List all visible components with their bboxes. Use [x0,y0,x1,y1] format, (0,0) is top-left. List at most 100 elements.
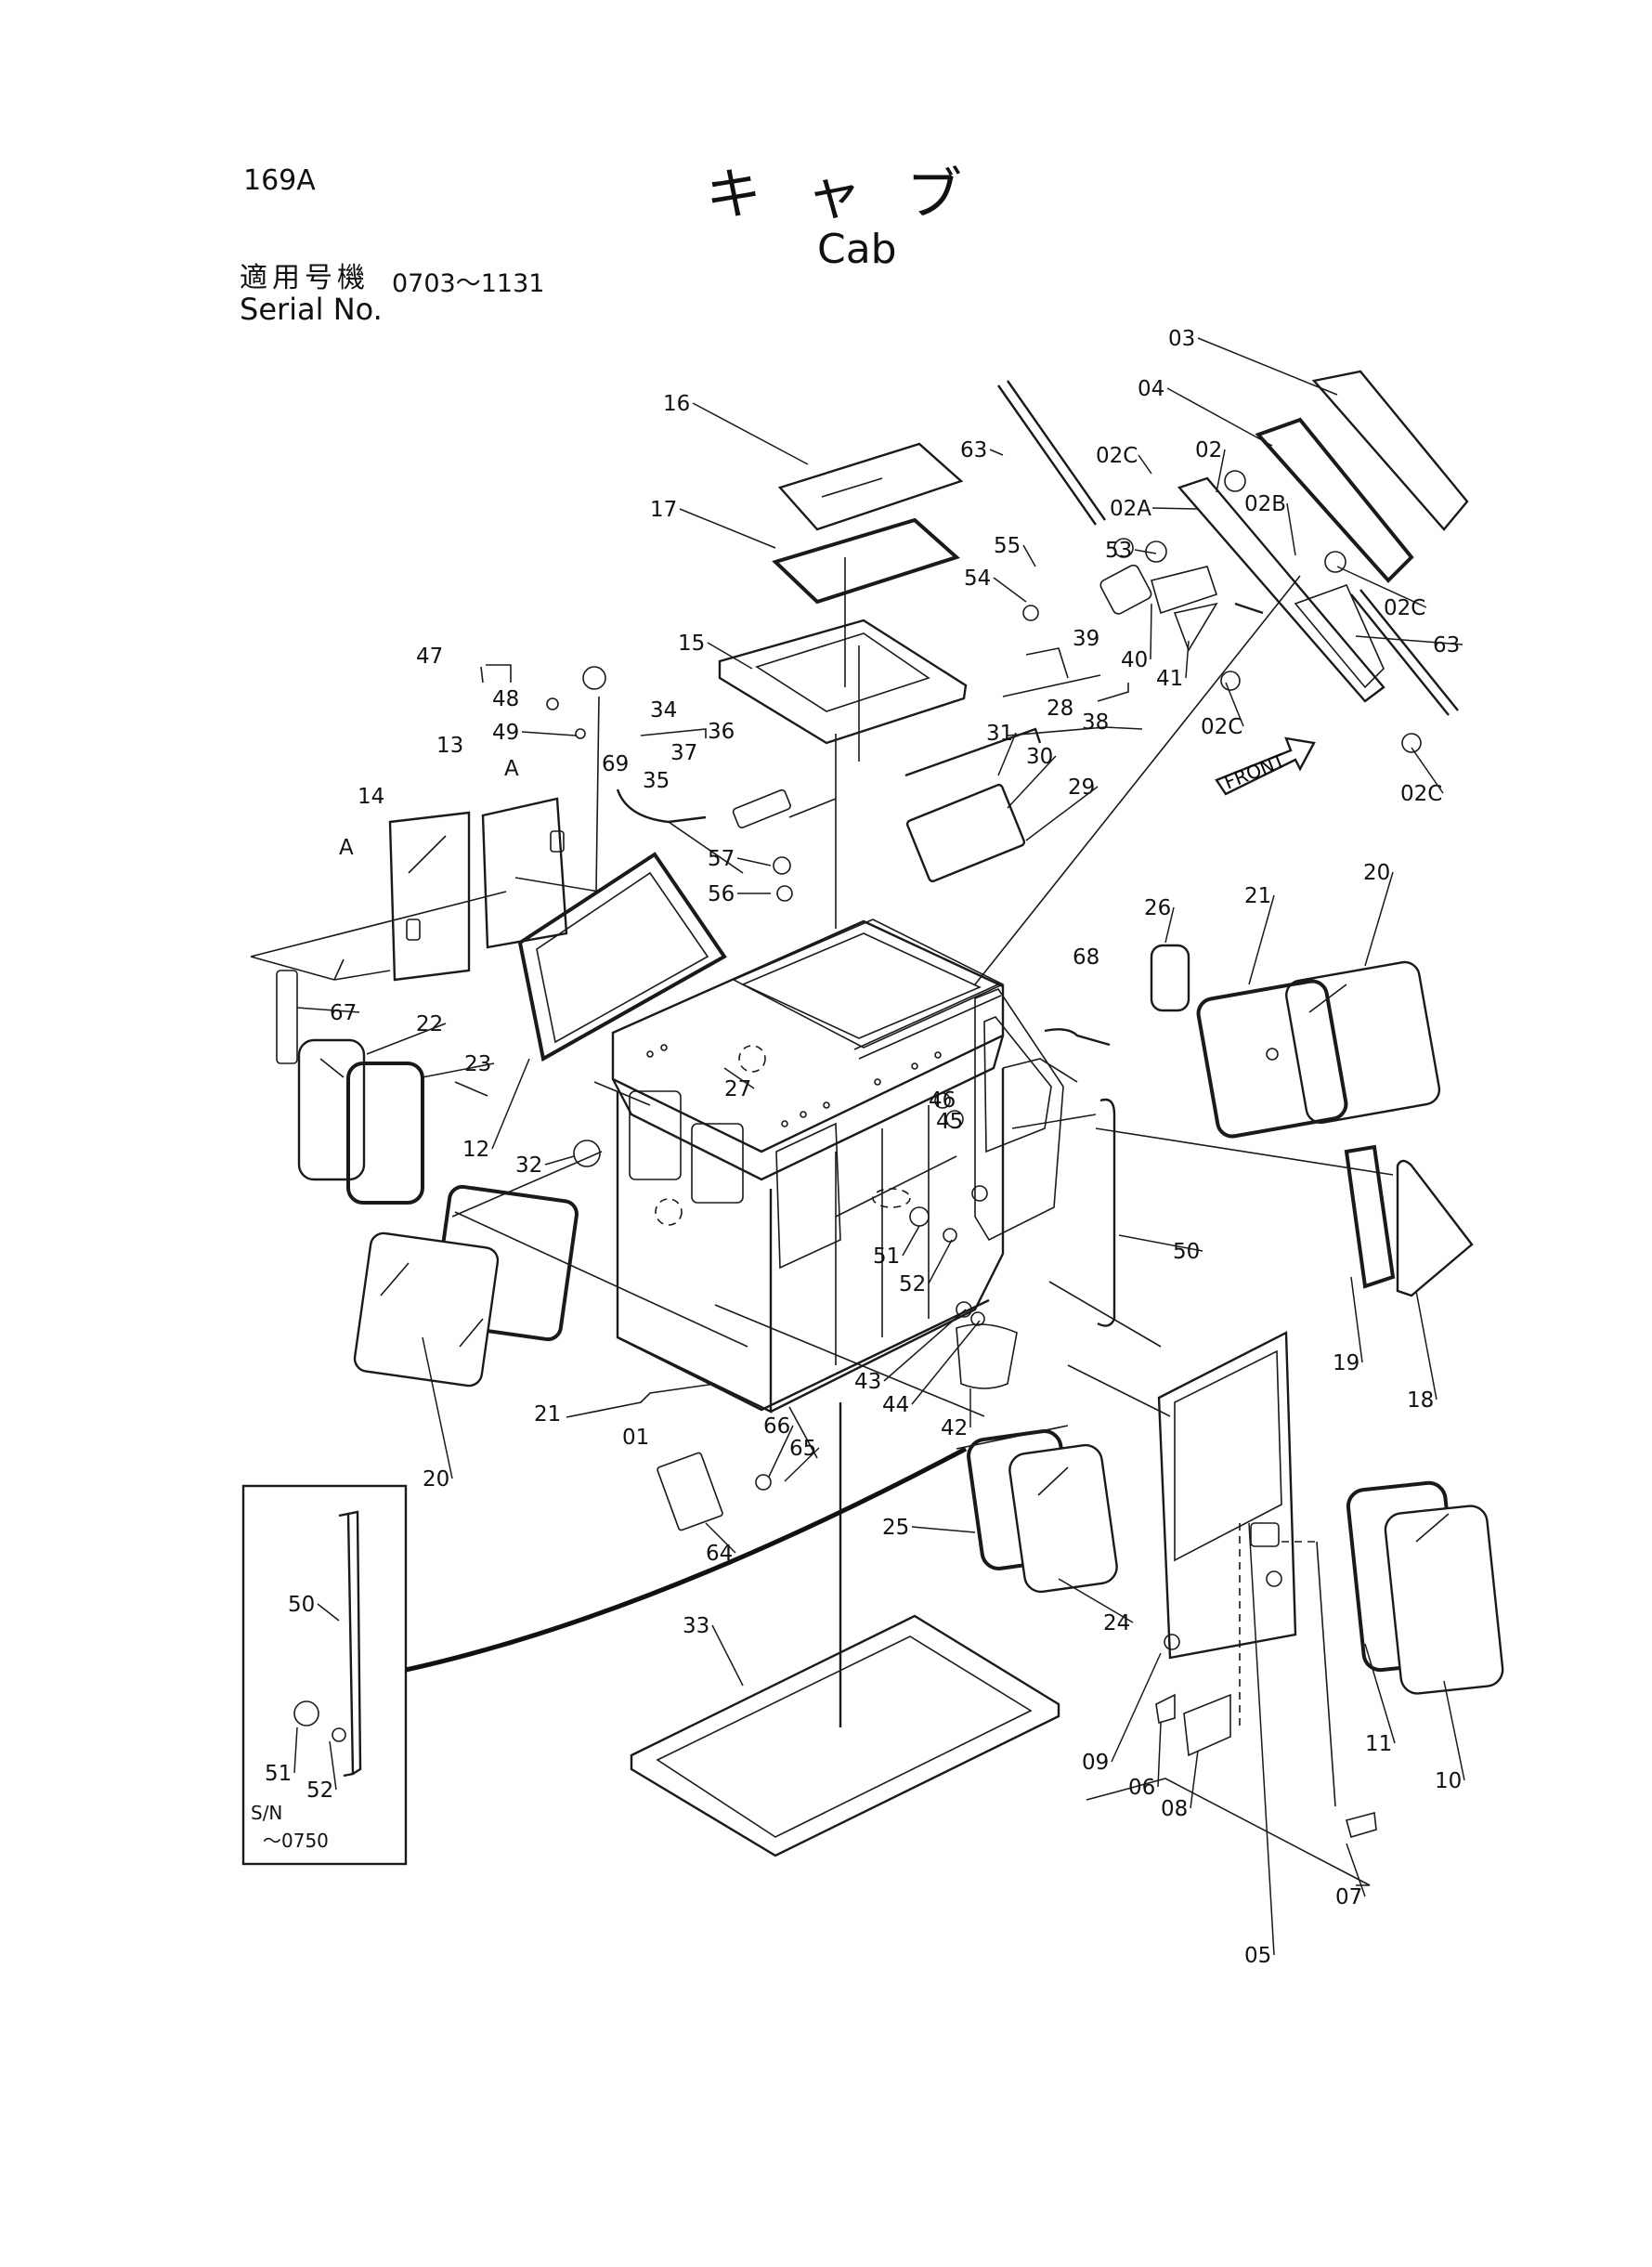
callout-50: 50 [288,1593,315,1617]
callout-65: 65 [789,1437,816,1461]
callout-67: 67 [330,1001,357,1025]
callout-leader [997,732,1017,776]
front-arrow-label: FRONT [1221,749,1289,793]
callout-52: 52 [306,1778,333,1803]
door-assembly [1155,1331,1504,1838]
callout-02c: 02C [1096,444,1138,468]
callout-26: 26 [1144,896,1171,920]
callout-28: 28 [1047,697,1073,721]
callout-leader [1248,1522,1275,1956]
callout-43: 43 [854,1370,881,1394]
callout-leader [1364,1643,1396,1744]
left-window-assembly [333,797,727,1062]
callout-leader [1350,1276,1363,1363]
callout-51: 51 [873,1244,900,1269]
callout-52: 52 [899,1272,926,1296]
callout-a: A [339,836,354,860]
serial-label-japanese: 適用号機 [240,262,370,294]
callout-46: 46 [929,1088,956,1113]
callout-10: 10 [1435,1769,1462,1793]
callout-30: 30 [1026,745,1053,769]
callout-32: 32 [515,1153,542,1178]
callout-50: 50 [1173,1240,1200,1264]
callout-48: 48 [492,687,519,711]
rear-upper-window-assembly [997,370,1469,753]
callout-leader [1336,566,1427,608]
callout-36: 36 [708,720,735,744]
callout-34: 34 [650,698,677,723]
callout-leader [1286,502,1296,556]
callout-02c: 02C [1384,596,1425,620]
left-rear-windows [297,1038,424,1205]
callout-leader [1355,635,1463,645]
callout-14: 14 [358,785,384,809]
callout-leader [993,577,1027,603]
callout-01: 01 [622,1426,649,1450]
callout-40: 40 [1121,648,1148,672]
callout-leader [707,642,753,670]
callout-21: 21 [1244,884,1271,908]
callout-37: 37 [670,741,697,765]
callout-leader [1118,1234,1203,1252]
callout-27: 27 [724,1077,751,1101]
left-side-windows [353,1184,579,1388]
callout-29: 29 [1068,775,1095,800]
callout-63: 63 [960,438,987,463]
right-corner-windows [1344,1144,1474,1297]
cab-frame [611,919,1078,1414]
callout-19: 19 [1333,1351,1359,1375]
serial-range: 0703～1131 [392,269,545,298]
callout-leader [784,1447,820,1482]
title-english: Cab [817,226,897,273]
callout-leader [1157,1722,1162,1788]
callout-leader [366,1023,447,1055]
callout-16: 16 [663,392,690,416]
serial-label-english: Serial No. [240,292,383,327]
callout-03: 03 [1168,327,1195,351]
floor-plate [630,1402,1060,1857]
inset-panel [241,1446,968,1866]
callout-leader [1197,337,1338,396]
callout-leader [521,731,577,736]
front-direction-arrow: FRONT [1215,736,1316,796]
callout-69: 69 [602,752,629,776]
callout-leader [1058,1578,1134,1623]
callout-12: 12 [462,1138,489,1162]
callout-24: 24 [1103,1611,1130,1635]
callout-leader [1346,1843,1366,1897]
callout-a: A [504,757,519,781]
callout-38: 38 [1082,710,1109,735]
callout-leader [1151,507,1199,510]
callout-leader [1443,1680,1465,1781]
callout-09: 09 [1082,1751,1109,1775]
callout-13: 13 [436,734,463,758]
lower-door-windows [967,1429,1118,1594]
roof-hatch-assembly [718,442,968,929]
callout-20: 20 [1363,861,1390,885]
callout-07: 07 [1335,1885,1362,1909]
leader-lines [250,575,1394,1459]
inset-serial-label: S/N [251,1802,283,1824]
callout-leader [1248,894,1275,985]
callout-15: 15 [678,632,705,656]
callout-54: 54 [964,567,991,591]
callout-17: 17 [650,498,677,522]
callout-leader [1415,1290,1437,1401]
callout-leader [1138,454,1152,475]
callout-leader [1022,544,1036,567]
callout-leader [679,508,776,549]
callout-51: 51 [265,1762,292,1786]
callout-11: 11 [1365,1732,1392,1756]
callout-57: 57 [708,847,735,871]
callout-33: 33 [683,1614,709,1638]
callout-leader [1025,786,1099,841]
callout-leader [1190,1750,1199,1809]
callout-56: 56 [708,882,735,906]
callout-leader [692,402,809,465]
callout-31: 31 [986,722,1013,746]
callout-leader [317,1603,340,1622]
callout-leader [911,1526,976,1533]
callout-02a: 02A [1110,497,1151,521]
